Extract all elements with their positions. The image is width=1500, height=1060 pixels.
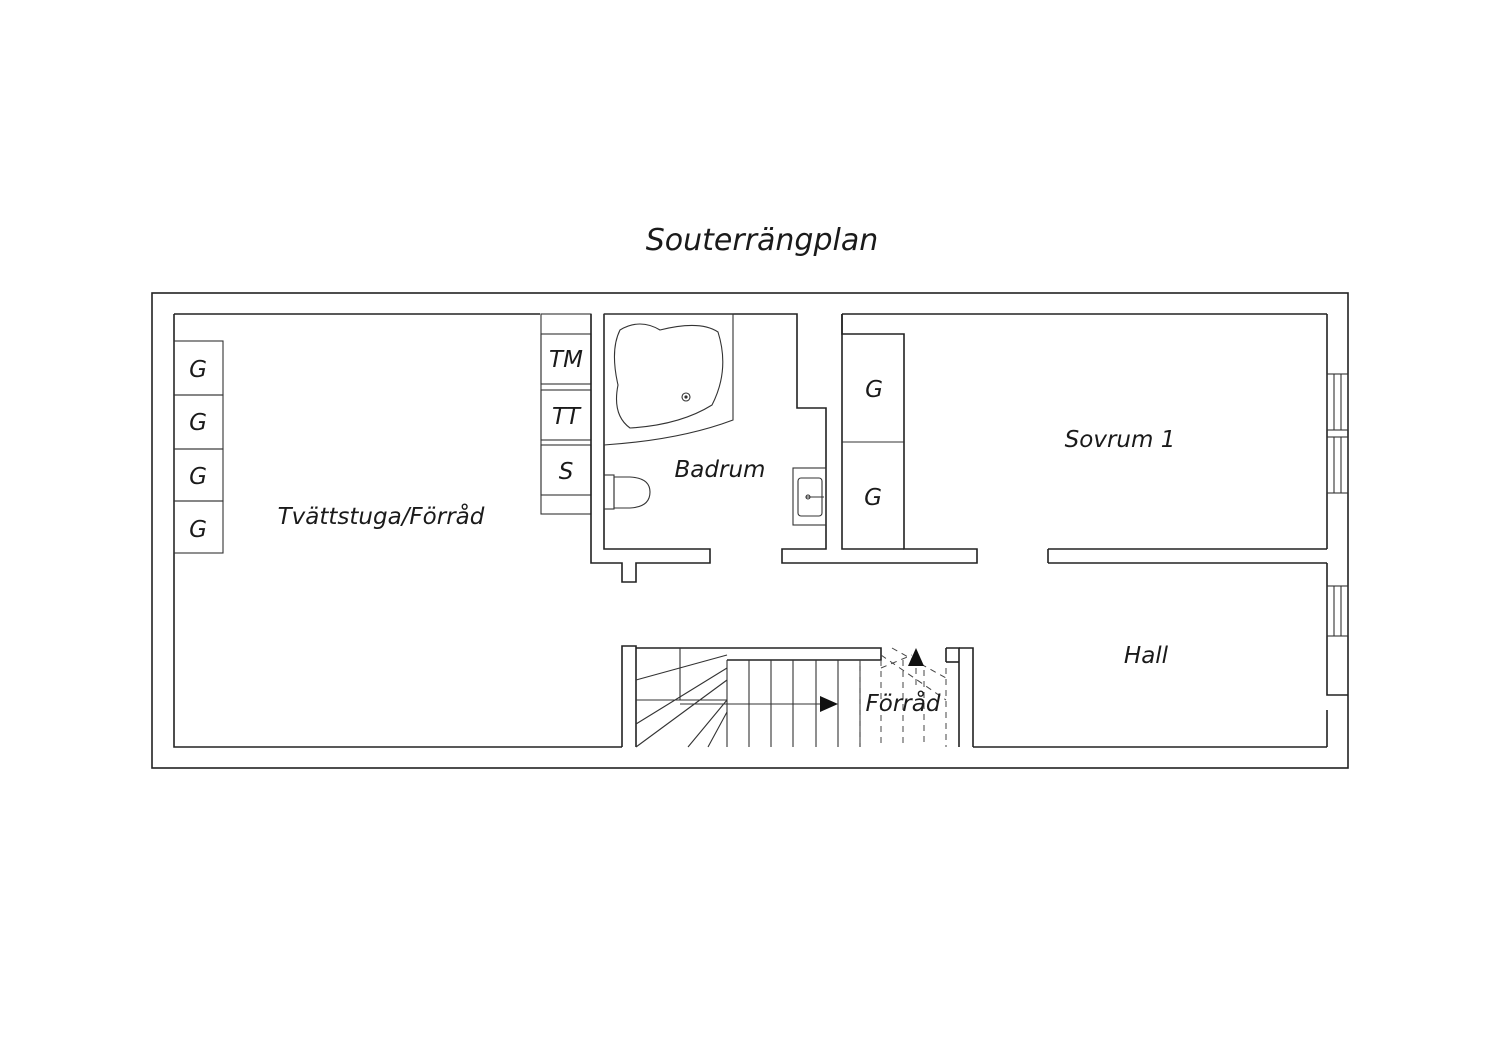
wardrobe-label: G (864, 485, 882, 511)
room-label-bedroom: Sovrum 1 (1065, 427, 1176, 453)
wardrobe-label: G (189, 517, 207, 543)
room-label-storage: Förråd (866, 689, 941, 717)
window-group (1326, 373, 1349, 637)
cabinet-label: S (559, 459, 574, 485)
dryer-label: TT (552, 404, 582, 430)
laundry-wardrobes (173, 340, 224, 554)
bathtub-icon (603, 313, 734, 446)
wardrobe-label: G (865, 377, 883, 403)
stair-walls (621, 645, 974, 747)
outer-wall (151, 292, 1349, 769)
staircase-icon (635, 648, 861, 748)
storage-stair-dashed (859, 647, 947, 747)
toilet-icon (603, 474, 651, 510)
wardrobe-label: G (189, 357, 207, 383)
room-label-bathroom: Badrum (675, 457, 766, 483)
sink-icon (792, 467, 827, 526)
wardrobe-label: G (189, 410, 207, 436)
room-label-laundry: Tvättstuga/Förråd (278, 502, 485, 530)
plan-title: Souterrängplan (646, 223, 879, 258)
bathroom-walls (590, 313, 1327, 583)
wardrobe-label: G (189, 464, 207, 490)
room-label-hall: Hall (1124, 643, 1169, 669)
washer-label: TM (549, 347, 583, 373)
